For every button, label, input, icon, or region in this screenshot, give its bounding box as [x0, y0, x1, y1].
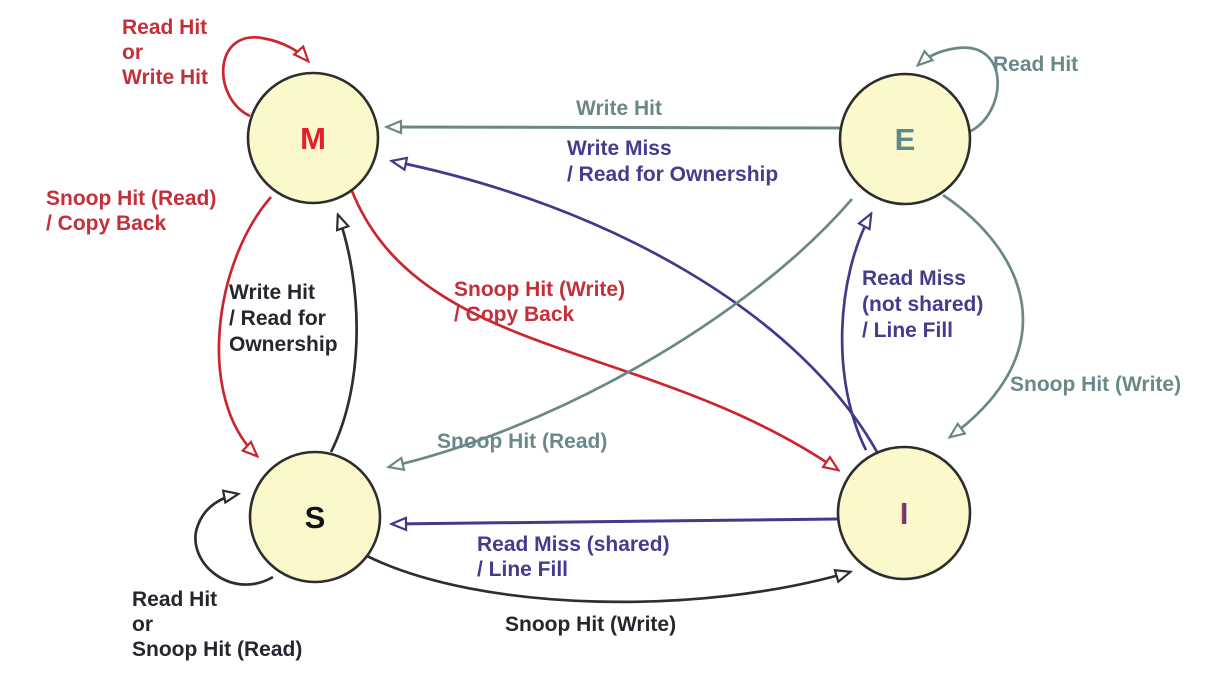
transition-arrow-m-self-read-or-write-hit — [221, 36, 308, 118]
transition-label-m-self: Read Hit or Write Hit — [122, 15, 208, 90]
transition-label-s-to-m: Write Hit / Read for Ownership — [229, 280, 338, 358]
transition-label-e-to-s: Snoop Hit (Read) — [437, 429, 607, 454]
transition-label-m-to-s: Snoop Hit (Read) / Copy Back — [46, 186, 216, 236]
label-line: / Copy Back — [454, 303, 575, 326]
transition-label-i-to-e: Read Miss (not shared) / Line Fill — [862, 266, 983, 344]
label-line: Snoop Hit (Write) — [505, 613, 677, 636]
label-line: / Line Fill — [862, 319, 954, 342]
label-line: Read Hit — [993, 53, 1079, 76]
label-line: Ownership — [229, 333, 338, 356]
label-line: Read Hit — [132, 588, 218, 611]
label-line: Snoop Hit (Read) — [437, 430, 608, 453]
label-line: / Copy Back — [46, 212, 167, 235]
label-line: or — [132, 613, 153, 636]
label-line: / Read for Ownership — [567, 163, 779, 186]
transition-arrow-m-to-s-snoop-read-copy-back — [217, 196, 273, 456]
transition-arrow-i-to-m-write-miss — [392, 161, 879, 453]
transition-arrow-i-to-s-read-miss-shared — [392, 519, 838, 524]
state-circle-i — [836, 445, 972, 581]
transition-arrow-e-to-i-snoop-write — [942, 193, 1025, 437]
transition-arrow-s-to-i-snoop-write — [366, 554, 850, 604]
label-line: or — [122, 41, 143, 64]
label-line: Snoop Hit (Read) — [132, 638, 303, 661]
label-line: Write Hit — [122, 66, 208, 89]
state-node-exclusive: E — [838, 72, 972, 206]
state-label-e: E — [895, 122, 916, 157]
label-line: / Line Fill — [477, 558, 569, 581]
transition-label-i-to-s: Read Miss (shared) / Line Fill — [477, 532, 670, 582]
state-label-s: S — [305, 500, 326, 535]
state-circle-e — [838, 72, 972, 206]
transition-label-e-to-m: Write Hit — [576, 96, 662, 121]
transition-arrow-m-to-i-snoop-write-copy-back — [350, 190, 838, 470]
label-line: Read Hit — [122, 16, 208, 39]
label-line: Write Miss — [567, 137, 672, 160]
label-line: Snoop Hit (Read) — [46, 187, 217, 210]
label-line: Write Hit — [576, 97, 662, 120]
label-line: Snoop Hit (Write) — [1010, 373, 1182, 396]
transition-label-m-to-i: Snoop Hit (Write) / Copy Back — [454, 277, 625, 327]
transition-arrow-s-to-m-write-hit-rfo — [329, 215, 358, 453]
label-line: Read Miss (shared) — [477, 533, 670, 556]
state-circle-s — [248, 450, 382, 584]
transition-label-e-self: Read Hit — [993, 52, 1078, 77]
transition-arrow-e-self-read-hit — [918, 46, 999, 134]
transition-arrow-e-to-s-snoop-read — [389, 198, 854, 467]
transition-arrow-i-to-e-read-miss-not-shared — [840, 214, 871, 451]
label-line: Snoop Hit (Write) — [454, 278, 626, 301]
transition-arrow-s-self-read-hit-snoop-read — [194, 494, 274, 586]
transition-label-i-to-m: Write Miss / Read for Ownership — [567, 136, 778, 188]
state-label-i: I — [900, 496, 909, 531]
state-node-shared: S — [248, 450, 382, 584]
state-label-m: M — [300, 121, 326, 156]
transition-label-e-to-i: Snoop Hit (Write) — [1010, 372, 1181, 397]
label-line: Write Hit — [229, 281, 315, 304]
state-circle-m — [246, 71, 380, 205]
state-node-invalid: I — [836, 445, 972, 581]
label-line: Read Miss — [862, 267, 966, 290]
transition-label-s-self: Read Hit or Snoop Hit (Read) — [132, 587, 302, 662]
label-line: / Read for — [229, 307, 326, 330]
label-line: (not shared) — [862, 293, 984, 316]
transition-arrow-e-to-m-write-hit — [387, 127, 841, 128]
transition-label-s-to-i: Snoop Hit (Write) — [505, 612, 676, 637]
state-node-modified: M — [246, 71, 380, 205]
